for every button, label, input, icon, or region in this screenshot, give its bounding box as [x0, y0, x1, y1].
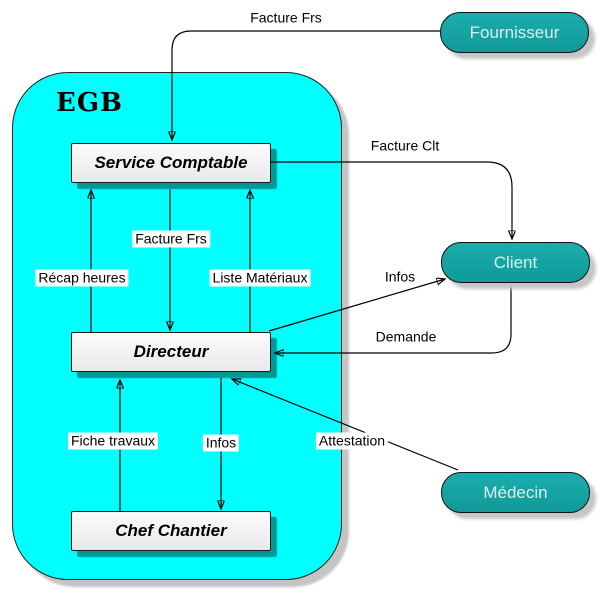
node-chef-chantier: Chef Chantier — [71, 511, 271, 551]
egb-title: EGB — [56, 88, 123, 118]
node-service-comptable-label: Service Comptable — [94, 153, 248, 172]
node-chef-chantier-label: Chef Chantier — [115, 521, 227, 540]
entity-medecin-label: Médecin — [483, 482, 548, 502]
entity-medecin: Médecin — [441, 472, 590, 513]
flow-label-recap-heures: Récap heures — [35, 269, 129, 287]
entity-client: Client — [441, 242, 590, 283]
flow-label-facture-frs-fournisseur: Facture Frs — [247, 9, 325, 27]
node-directeur-label: Directeur — [133, 342, 209, 361]
node-service-comptable: Service Comptable — [71, 143, 271, 183]
flow-label-infos-client: Infos — [381, 268, 419, 286]
entity-fournisseur: Fournisseur — [440, 12, 589, 53]
flow-label-demande: Demande — [372, 328, 440, 346]
flow-label-liste-materiaux: Liste Matériaux — [209, 269, 311, 287]
entity-client-label: Client — [493, 252, 538, 272]
node-directeur: Directeur — [71, 332, 271, 372]
flow-label-infos-chef: Infos — [202, 434, 240, 452]
flow-label-facture-clt: Facture Clt — [367, 137, 443, 155]
flow-label-attestation: Attestation — [315, 432, 389, 450]
flow-label-facture-frs-directeur: Facture Frs — [132, 230, 210, 248]
entity-fournisseur-label: Fournisseur — [469, 22, 560, 42]
flow-label-fiche-travaux: Fiche travaux — [67, 432, 159, 450]
